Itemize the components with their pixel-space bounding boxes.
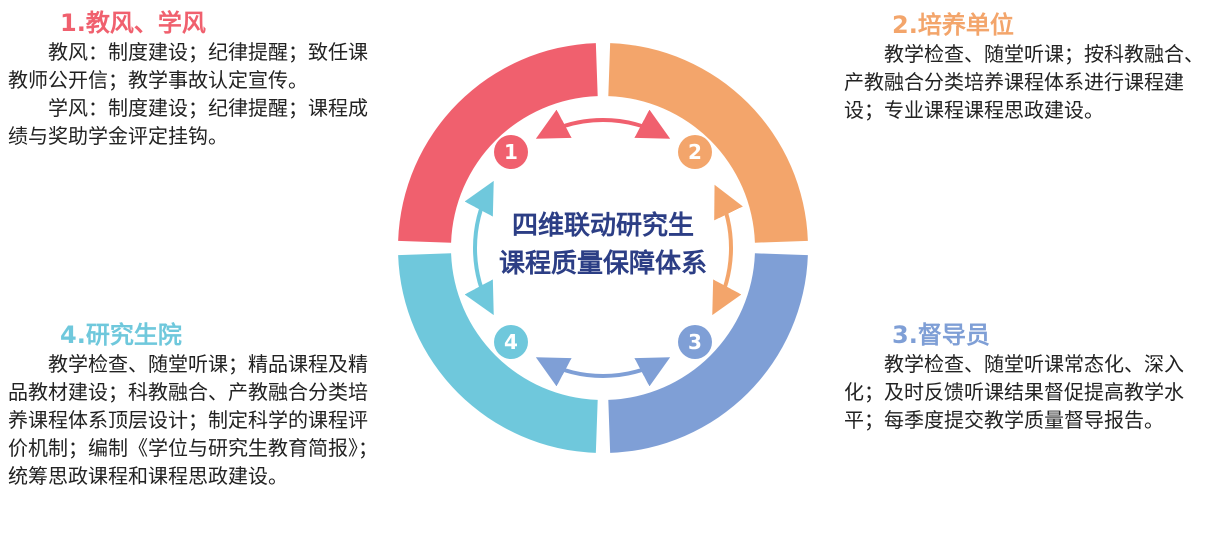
panel-body-1: 教风：制度建设；纪律提醒；致任课教师公开信；教学事故认定宣传。 学风：制度建设；… <box>8 38 386 150</box>
ring-segment-2 <box>608 43 808 243</box>
panel-title-1: 1.教风、学风 <box>60 9 206 37</box>
center-title-line-1: 四维联动研究生 <box>512 210 694 241</box>
panel-body-2: 教学检查、随堂听课；按科教融合、产教融合分类培养课程体系进行课程建设；专业课程课… <box>844 40 1210 124</box>
node-number-3: 3 <box>688 330 702 354</box>
panel-teaching-style: 1.教风、学风 教风：制度建设；纪律提醒；致任课教师公开信；教学事故认定宣传。 … <box>8 8 386 150</box>
arrow-4-1 <box>464 180 494 316</box>
panel-title-3: 3.督导员 <box>892 321 990 349</box>
panel-body-4: 教学检查、随堂听课；精品课程及精品教材建设；科教融合、产教融合分类培养课程体系顶… <box>8 350 386 490</box>
panel-1-line-1: 教风：制度建设；纪律提醒；致任课教师公开信；教学事故认定宣传。 <box>8 40 368 92</box>
node-1: 1 <box>494 135 528 169</box>
node-4: 4 <box>494 325 528 359</box>
ring-segment-1 <box>398 43 598 243</box>
panel-1-line-2: 学风：制度建设；纪律提醒；课程成绩与奖助学金评定挂钩。 <box>8 96 368 148</box>
node-3: 3 <box>678 325 712 359</box>
center-title-line-2: 课程质量保障体系 <box>499 248 707 279</box>
arrow-1-2 <box>535 109 671 139</box>
panel-graduate-school: 4.研究生院 教学检查、随堂听课；精品课程及精品教材建设；科教融合、产教融合分类… <box>8 320 386 490</box>
node-2: 2 <box>678 135 712 169</box>
panel-title-4: 4.研究生院 <box>60 321 182 349</box>
node-number-1: 1 <box>504 140 518 164</box>
panel-body-3: 教学检查、随堂听课常态化、深入化；及时反馈听课结果督促提高教学水平；每季度提交教… <box>844 350 1204 434</box>
arrow-2-3 <box>712 184 743 316</box>
ring-segment-4 <box>398 253 598 453</box>
panel-supervisor: 3.督导员 教学检查、随堂听课常态化、深入化；及时反馈听课结果督促提高教学水平；… <box>844 320 1204 434</box>
panel-2-line-1: 教学检查、随堂听课；按科教融合、产教融合分类培养课程体系进行课程建设；专业课程课… <box>844 42 1204 122</box>
panel-training-unit: 2.培养单位 教学检查、随堂听课；按科教融合、产教融合分类培养课程体系进行课程建… <box>844 10 1210 124</box>
node-number-2: 2 <box>688 140 702 164</box>
panel-3-line-1: 教学检查、随堂听课常态化、深入化；及时反馈听课结果督促提高教学水平；每季度提交教… <box>844 352 1184 432</box>
panel-4-line-1: 教学检查、随堂听课；精品课程及精品教材建设；科教融合、产教融合分类培养课程体系顶… <box>8 352 378 488</box>
node-number-4: 4 <box>504 330 518 354</box>
panel-title-2: 2.培养单位 <box>892 11 1014 39</box>
ring-segment-3 <box>608 253 808 453</box>
arrow-3-4 <box>535 357 671 387</box>
